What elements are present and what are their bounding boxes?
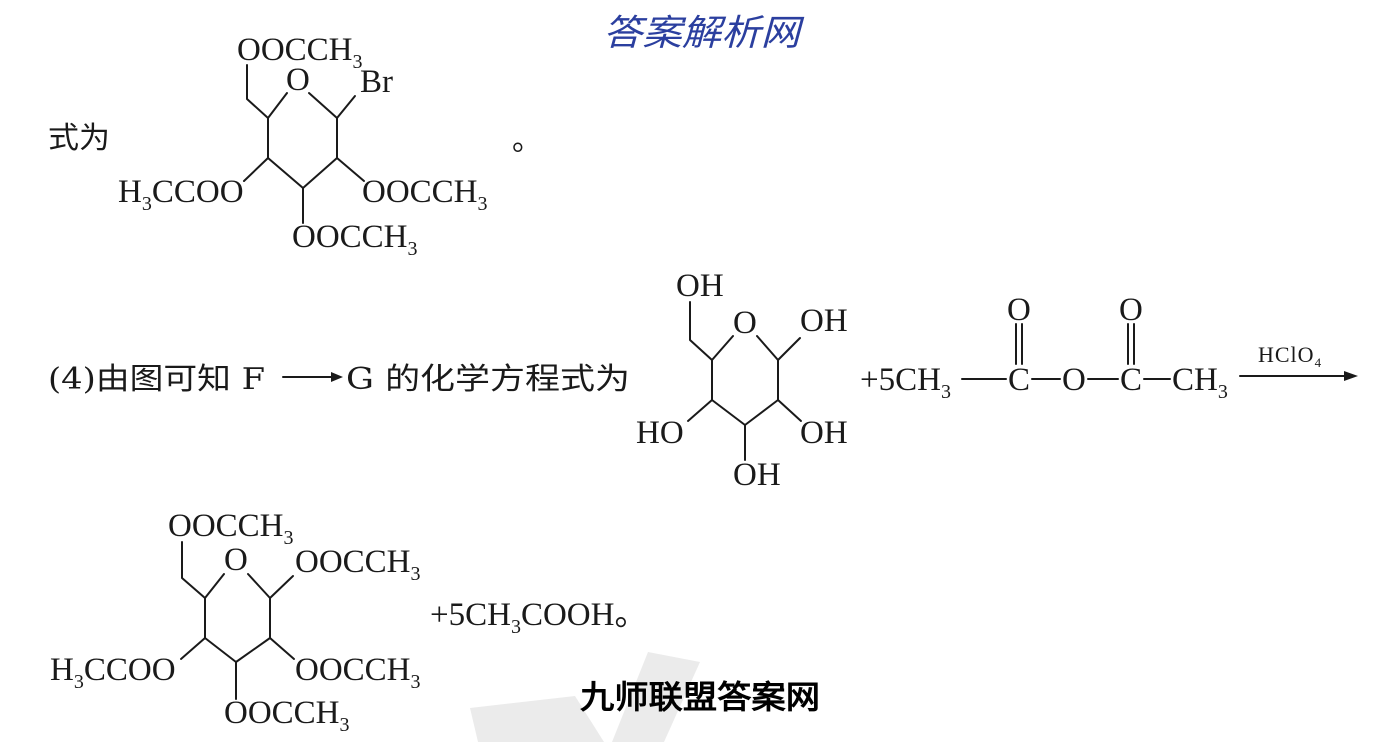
c2-acetoxy-label: OOCCH3	[295, 652, 421, 693]
reaction-arrow-head	[1344, 371, 1358, 381]
group-main: OOCCH	[295, 544, 411, 580]
c3-acetoxy-label: OOCCH3	[224, 695, 350, 736]
acetic-anhydride-structure: +5CH3 C O C CH3 O O	[860, 292, 1228, 403]
group-lead: H	[118, 174, 142, 210]
group-main: OOCCH	[224, 695, 340, 731]
pentaacetyl-glucose-structure: O OOCCH3 OOCCH3 OOCCH3 OOCCH3 H3CCOO	[50, 508, 421, 736]
anhydride-coefficient-label: +5CH3	[860, 362, 951, 403]
group-main: CH	[1172, 362, 1218, 398]
glycosyl-bromide-structure: O Br OOCCH3 OOCCH3 OOCCH3 H3CCOO	[118, 32, 488, 260]
c3-acetoxy-label: OOCCH3	[292, 219, 418, 260]
watermark-stroke-right	[612, 652, 700, 742]
group-lead: H	[50, 652, 74, 688]
group-subscript: 3	[411, 563, 421, 585]
ring-oxygen-label: O	[286, 62, 310, 98]
carbonyl-carbon-1-label: C	[1008, 362, 1030, 398]
c2-hydroxyl-label: OH	[800, 415, 848, 451]
c2-acetoxy-label: OOCCH3	[362, 174, 488, 215]
ring-oxygen-label: O	[224, 542, 248, 578]
c4-acetoxy-label: H3CCOO	[118, 174, 244, 215]
bond-c4-acetoxy	[243, 157, 269, 182]
footer-title: 九师联盟答案网	[580, 678, 820, 716]
group-subscript: 3	[340, 714, 350, 736]
byproduct-acetic-acid-label: +5CH3COOH。	[430, 597, 647, 638]
reaction-arrow: HClO4	[1239, 342, 1358, 381]
lead-text: 式为	[48, 121, 110, 156]
byproduct-lead: +5CH	[430, 597, 511, 633]
bond-c1-br	[336, 95, 356, 119]
group-subscript: 3	[1218, 381, 1228, 403]
coefficient-main: +5CH	[860, 362, 941, 398]
carbonyl-oxygen-2-label: O	[1119, 292, 1143, 328]
group-main: OOCCH	[237, 32, 353, 68]
end-mark: 。	[512, 123, 542, 158]
byproduct-subscript: 3	[511, 616, 521, 638]
group-main: OOCCH	[362, 174, 478, 210]
bond-c2-acetoxy	[269, 637, 295, 660]
group-subscript: 3	[353, 51, 363, 73]
bond-c4-acetoxy	[180, 637, 206, 660]
question-text-start: (4)由图可知 F	[48, 362, 265, 397]
bond-c4-oh	[687, 399, 713, 422]
c1-hydroxyl-label: OH	[800, 303, 848, 339]
reaction-condition-label: HClO4	[1258, 342, 1322, 370]
c4-hydroxyl-label: HO	[636, 415, 684, 451]
bond-c2-acetoxy	[336, 157, 365, 182]
group-subscript: 3	[408, 238, 418, 260]
carbonyl-carbon-2-label: C	[1120, 362, 1142, 398]
ring-bonds	[204, 573, 271, 663]
group-main: OOCCH	[168, 508, 284, 544]
c4-acetoxy-label: H3CCOO	[50, 652, 176, 693]
site-title: 答案解析网	[603, 13, 804, 54]
bond-c5-c6	[246, 64, 269, 119]
c3-hydroxyl-label: OH	[733, 457, 781, 493]
watermark-stroke-left	[470, 696, 604, 742]
c6-acetoxy-label: OOCCH3	[168, 508, 294, 549]
condition-subscript: 4	[1315, 355, 1323, 370]
c1-acetoxy-label: OOCCH3	[295, 544, 421, 585]
group-main: OOCCH	[292, 219, 408, 255]
carbonyl-oxygen-1-label: O	[1007, 292, 1031, 328]
ring-bonds	[711, 335, 779, 426]
bond-c1-oh	[777, 337, 801, 361]
c6-acetoxy-label: OOCCH3	[237, 32, 363, 73]
f-to-g-arrow	[282, 372, 343, 382]
condition-main: HClO	[1258, 342, 1315, 367]
arrow-head	[331, 372, 343, 382]
bromine-label: Br	[360, 64, 393, 100]
bond-c5-c6	[689, 301, 713, 361]
group-subscript: 3	[74, 671, 84, 693]
bridge-oxygen-label: O	[1062, 362, 1086, 398]
byproduct-main: COOH。	[521, 597, 648, 633]
group-main: OOCCH	[295, 652, 411, 688]
terminal-methyl-label: CH3	[1172, 362, 1228, 403]
question-text-end: G 的化学方程式为	[346, 362, 630, 397]
group-subscript: 3	[142, 193, 152, 215]
group-main: CCOO	[152, 174, 244, 210]
coefficient-subscript: 3	[941, 381, 951, 403]
ring-bonds	[267, 92, 338, 189]
bond-c1-acetoxy	[269, 575, 294, 599]
bond-c5-c6	[181, 541, 206, 599]
glucose-structure: O OH OH OH OH HO	[636, 268, 848, 493]
background-watermark-shape	[470, 652, 700, 742]
group-subscript: 3	[411, 671, 421, 693]
ring-oxygen-label: O	[733, 305, 757, 341]
group-subscript: 3	[478, 193, 488, 215]
c6-hydroxyl-label: OH	[676, 268, 724, 304]
group-subscript: 3	[284, 527, 294, 549]
bond-c2-oh	[777, 399, 802, 422]
group-main: CCOO	[84, 652, 176, 688]
